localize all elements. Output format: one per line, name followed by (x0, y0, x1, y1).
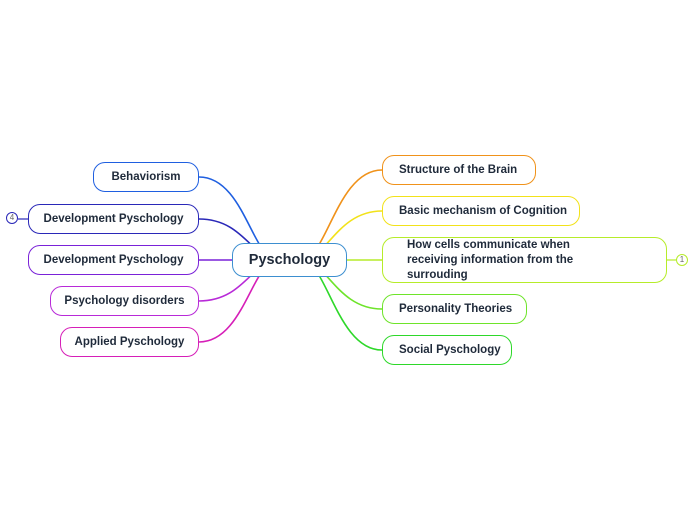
central-topic[interactable]: Pyschology (232, 243, 347, 277)
badge-count: 1 (679, 255, 685, 264)
topic-behaviorism[interactable]: Behaviorism (93, 162, 199, 192)
topic-label: Psychology disorders (64, 294, 185, 307)
topic-basic-mechanism-of-cognition[interactable]: Basic mechanism of Cognition (382, 196, 580, 226)
topic-label: Basic mechanism of Cognition (399, 204, 568, 217)
topic-applied-pyschology[interactable]: Applied Pyschology (60, 327, 199, 357)
topic-label: Structure of the Brain (399, 163, 518, 176)
topic-structure-of-the-brain[interactable]: Structure of the Brain (382, 155, 536, 185)
badge-count: 4 (9, 213, 15, 222)
topic-label: Personality Theories (399, 302, 513, 315)
central-topic-label: Pyschology (248, 252, 331, 268)
topic-label: Applied Pyschology (74, 335, 185, 348)
topic-development-pyschology[interactable]: Development Pyschology (28, 245, 199, 275)
topic-social-pyschology[interactable]: Social Pyschology (382, 335, 512, 365)
collapse-count-badge[interactable]: 4 (6, 212, 18, 224)
topic-how-cells-communicate[interactable]: How cells communicate when receiving inf… (382, 237, 667, 283)
topic-label: Development Pyschology (43, 253, 184, 266)
topic-psychology-disorders[interactable]: Psychology disorders (50, 286, 199, 316)
topic-label: How cells communicate when receiving inf… (407, 238, 574, 281)
topic-label: Behaviorism (111, 170, 181, 183)
topic-personality-theories[interactable]: Personality Theories (382, 294, 527, 324)
topic-label: Development Pyschology (43, 212, 184, 225)
topic-label: Social Pyschology (399, 343, 501, 356)
collapse-count-badge[interactable]: 1 (676, 254, 688, 266)
topic-development-pyschology-expanded[interactable]: Development Pyschology (28, 204, 199, 234)
